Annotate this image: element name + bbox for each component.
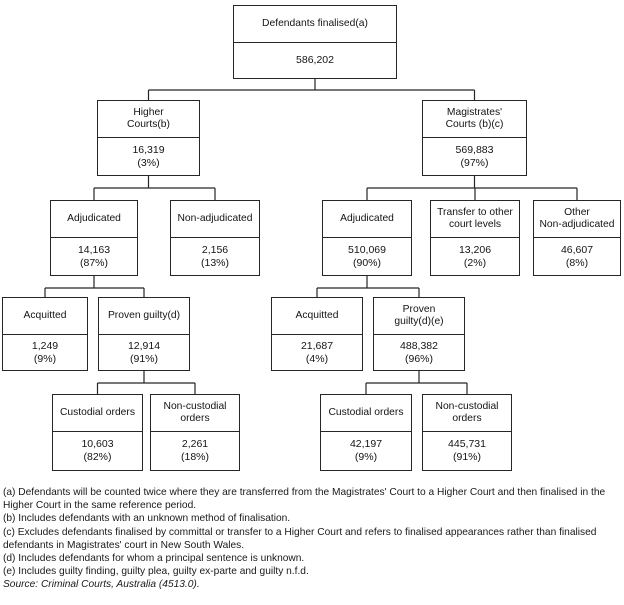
node-label: Transfer to other court levels <box>431 201 519 238</box>
node-value: 488,382 (96%) <box>374 335 464 370</box>
node-label: Acquitted <box>272 298 362 335</box>
node-label: Adjudicated <box>323 201 411 238</box>
node-value: 12,914 (91%) <box>99 335 189 370</box>
node-label: Acquitted <box>3 298 87 335</box>
node-label: Proven guilty(d) <box>99 298 189 335</box>
footnote-e: (e) Includes guilty finding, guilty plea… <box>3 566 309 578</box>
node-count: 1,249 <box>31 339 59 352</box>
footnote-a: (a) Defendants will be counted twice whe… <box>3 487 606 512</box>
node-value: 569,883 (97%) <box>423 138 526 175</box>
node-count: 42,197 <box>349 438 383 450</box>
footnote-b: (b) Includes defendants with an unknown … <box>3 513 291 525</box>
node-percent: (4%) <box>305 352 329 365</box>
node-count: 12,914 <box>127 339 161 352</box>
node-value: 16,319 (3%) <box>98 138 199 175</box>
node-label: Proven guilty(d)(e) <box>374 298 464 335</box>
node-value: 10,603 (82%) <box>53 432 142 470</box>
node-label: Custodial orders <box>53 395 142 432</box>
node-count: 2,261 <box>181 438 209 450</box>
node-value: 586,202 <box>234 43 396 78</box>
node-higher-non-adjudicated: Non-adjudicated 2,156 (13%) <box>170 200 260 276</box>
node-higher-courts: Higher Courts(b) 16,319 (3%) <box>97 100 200 176</box>
source-line: Source: Criminal Courts, Australia (4513… <box>3 579 200 591</box>
node-magistrates-custodial-orders: Custodial orders 42,197 (9%) <box>320 394 412 471</box>
node-count: 2,156 <box>201 243 229 256</box>
node-higher-adjudicated: Adjudicated 14,163 (87%) <box>50 200 138 276</box>
node-magistrates-acquitted: Acquitted 21,687 (4%) <box>271 297 363 371</box>
node-count: 14,163 <box>77 243 111 256</box>
node-percent: (97%) <box>460 156 489 169</box>
node-value: 21,687 (4%) <box>272 335 362 370</box>
node-percent: (8%) <box>565 256 589 269</box>
node-count: 13,206 <box>458 243 492 256</box>
footnote-c: (c) Excludes defendants finalised by com… <box>3 526 597 551</box>
node-percent: (87%) <box>79 256 108 269</box>
node-count: 10,603 <box>81 438 114 450</box>
node-percent: (18%) <box>180 451 209 463</box>
node-label: Adjudicated <box>51 201 137 238</box>
node-transfer-other-court-levels: Transfer to other court levels 13,206 (2… <box>430 200 520 276</box>
node-label: Defendants finalised(a) <box>234 6 396 43</box>
node-count: 16,319 <box>132 143 165 156</box>
node-percent: (2%) <box>463 256 487 269</box>
node-count: 445,731 <box>448 438 486 450</box>
node-count: 46,607 <box>560 243 594 256</box>
node-other-non-adjudicated: Other Non-adjudicated 46,607 (8%) <box>533 200 621 276</box>
node-higher-proven-guilty: Proven guilty(d) 12,914 (91%) <box>98 297 190 371</box>
node-value: 445,731 (91%) <box>423 432 511 470</box>
node-value: 2,156 (13%) <box>171 238 259 275</box>
node-count: 510,069 <box>348 243 386 256</box>
node-label: Non-adjudicated <box>171 201 259 238</box>
node-label: Higher Courts(b) <box>98 101 199 138</box>
node-percent: (91%) <box>129 352 158 365</box>
node-higher-non-custodial-orders: Non-custodial orders 2,261 (18%) <box>150 394 240 471</box>
node-value: 42,197 (9%) <box>321 432 411 470</box>
node-magistrates-non-custodial-orders: Non-custodial orders 445,731 (91%) <box>422 394 512 471</box>
node-count: 586,202 <box>296 54 334 66</box>
node-higher-custodial-orders: Custodial orders 10,603 (82%) <box>52 394 143 471</box>
node-magistrates-proven-guilty: Proven guilty(d)(e) 488,382 (96%) <box>373 297 465 371</box>
node-value: 1,249 (9%) <box>3 335 87 370</box>
node-label: Other Non-adjudicated <box>534 201 620 238</box>
node-label: Non-custodial orders <box>151 395 239 432</box>
node-count: 488,382 <box>400 339 438 352</box>
node-value: 510,069 (90%) <box>323 238 411 275</box>
node-percent: (9%) <box>354 451 378 463</box>
node-value: 14,163 (87%) <box>51 238 137 275</box>
node-value: 2,261 (18%) <box>151 432 239 470</box>
node-label: Custodial orders <box>321 395 411 432</box>
node-percent: (96%) <box>404 352 433 365</box>
node-value: 13,206 (2%) <box>431 238 519 275</box>
node-magistrates-adjudicated: Adjudicated 510,069 (90%) <box>322 200 412 276</box>
node-percent: (3%) <box>137 156 160 169</box>
node-percent: (90%) <box>352 256 381 269</box>
node-count: 569,883 <box>455 143 494 156</box>
node-higher-acquitted: Acquitted 1,249 (9%) <box>2 297 88 371</box>
node-percent: (82%) <box>83 451 112 463</box>
node-percent: (91%) <box>452 451 481 463</box>
node-value: 46,607 (8%) <box>534 238 620 275</box>
footnote-d: (d) Includes defendants for whom a princ… <box>3 553 305 565</box>
node-magistrates-courts: Magistrates' Courts (b)(c) 569,883 (97%) <box>422 100 527 176</box>
node-percent: (9%) <box>33 352 57 365</box>
node-percent: (13%) <box>200 256 229 269</box>
node-count: 21,687 <box>300 339 334 352</box>
node-defendants-finalised: Defendants finalised(a) 586,202 <box>233 5 397 79</box>
node-label: Non-custodial orders <box>423 395 511 432</box>
footnotes: (a) Defendants will be counted twice whe… <box>3 486 620 592</box>
node-label: Magistrates' Courts (b)(c) <box>423 101 526 138</box>
